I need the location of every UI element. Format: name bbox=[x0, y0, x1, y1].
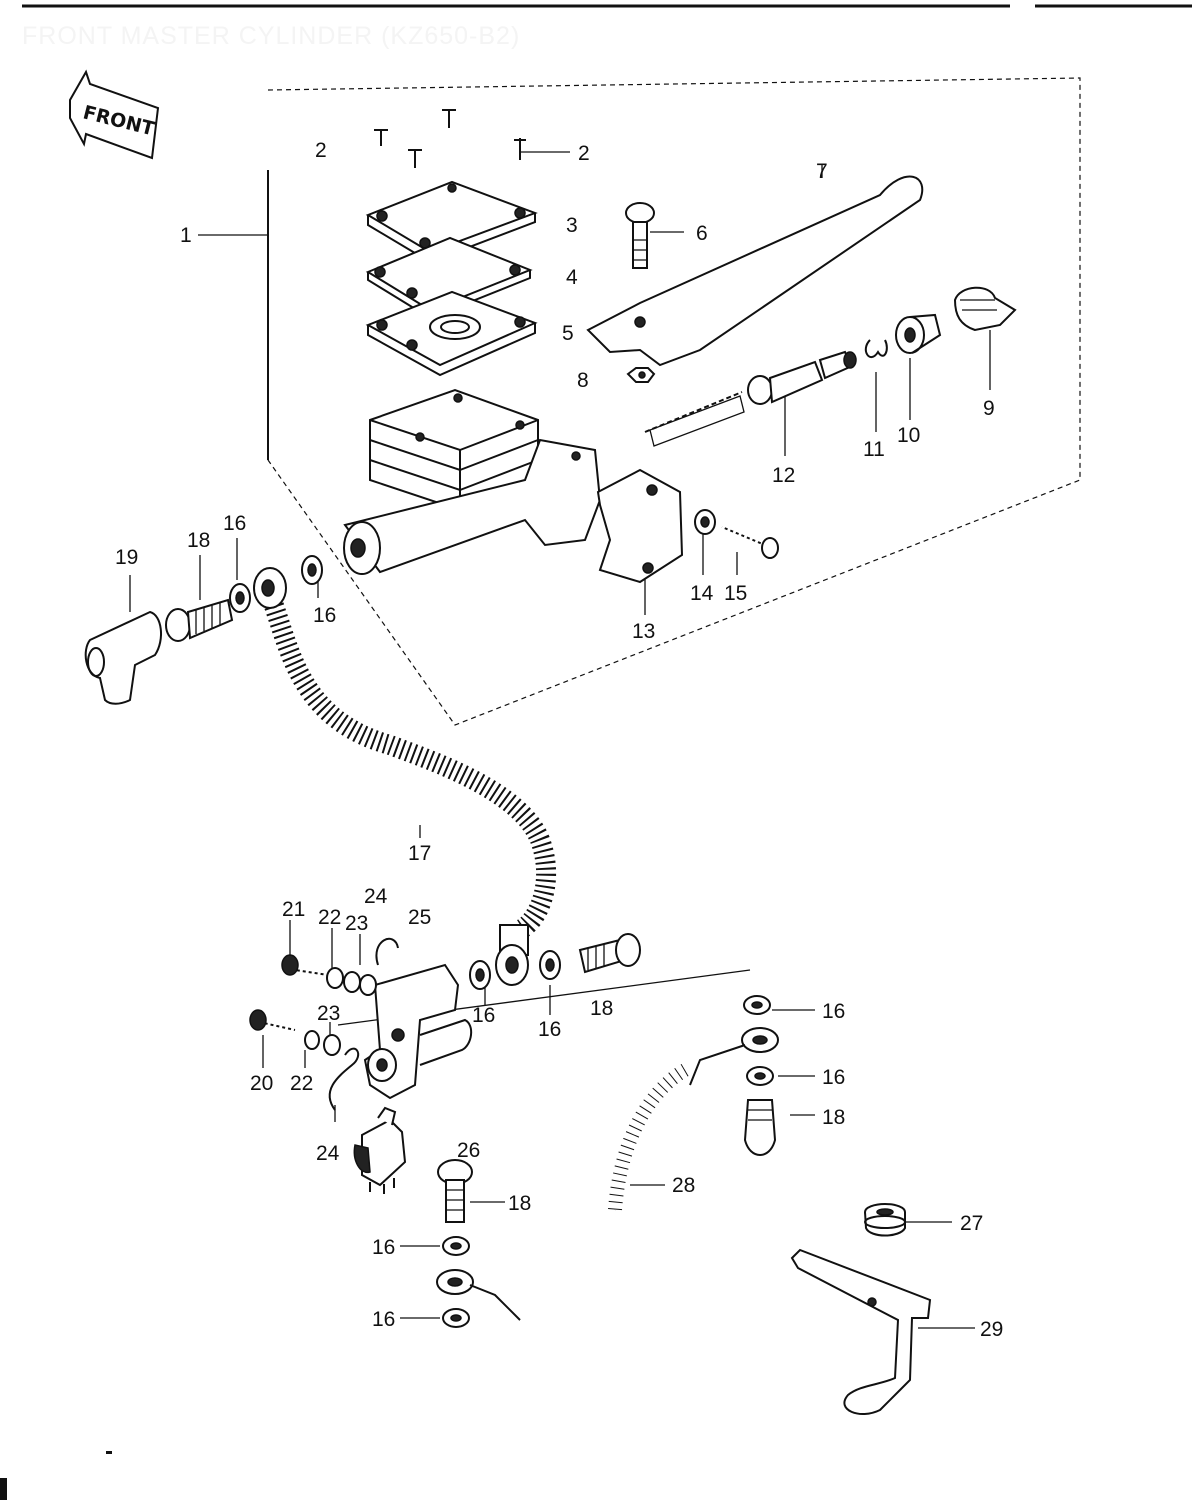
callout-11: 11 bbox=[863, 438, 885, 461]
clamp-bolt-icon bbox=[721, 525, 779, 559]
callout-18: 18 bbox=[822, 1106, 845, 1129]
callout-22: 22 bbox=[290, 1072, 313, 1095]
page-title: FRONT MASTER CYLINDER (KZ650-B2) bbox=[22, 22, 521, 50]
callout-21: 21 bbox=[282, 898, 305, 921]
callout-14: 14 bbox=[690, 582, 714, 605]
callout-23: 23 bbox=[345, 912, 368, 935]
callout-18: 18 bbox=[508, 1192, 531, 1215]
assembly-boundary bbox=[267, 77, 1081, 726]
copper-washer-icon bbox=[229, 555, 323, 613]
callout-20: 20 bbox=[250, 1072, 273, 1095]
callout-24: 24 bbox=[364, 885, 388, 908]
callout-2: 2 bbox=[578, 142, 590, 165]
hose-bracket-icon bbox=[790, 1248, 932, 1415]
callout-6: 6 bbox=[696, 222, 708, 245]
diaphragm-plate-icon bbox=[365, 236, 533, 320]
banjo-bolt-junction-icon bbox=[578, 933, 641, 974]
brake-lever-icon bbox=[586, 175, 924, 367]
diaphragm-icon bbox=[365, 290, 538, 377]
callout-16: 16 bbox=[223, 512, 246, 535]
callout-18: 18 bbox=[590, 997, 613, 1020]
dust-seal-icon bbox=[895, 313, 942, 354]
front-arrow-icon: FRONT bbox=[69, 69, 160, 160]
callout-16: 16 bbox=[372, 1308, 395, 1331]
brake-hose-fitting-icon bbox=[363, 963, 473, 1100]
callout-17: 17 bbox=[408, 842, 431, 865]
callout-1: 1 bbox=[180, 224, 192, 247]
lower-brake-hose-icon bbox=[436, 1027, 779, 1332]
callout-28: 28 bbox=[672, 1174, 695, 1197]
callout-23: 23 bbox=[317, 1002, 340, 1025]
page-edge-mark bbox=[0, 1478, 7, 1500]
page-dot bbox=[106, 1451, 112, 1454]
callout-16: 16 bbox=[372, 1236, 395, 1259]
callout-27: 27 bbox=[960, 1212, 983, 1235]
callout-9: 9 bbox=[983, 397, 995, 420]
callout-2: 2 bbox=[315, 139, 327, 162]
banjo-bolt-upper-icon bbox=[165, 598, 234, 642]
callout-4: 4 bbox=[566, 266, 578, 289]
callout-13: 13 bbox=[632, 620, 655, 643]
mounting-bolt-icon bbox=[249, 954, 329, 1032]
callout-10: 10 bbox=[897, 424, 920, 447]
callout-8: 8 bbox=[577, 369, 589, 392]
callout-16: 16 bbox=[313, 604, 336, 627]
circlip-icon bbox=[864, 339, 888, 359]
callout-19: 19 bbox=[115, 546, 138, 569]
callout-16: 16 bbox=[472, 1004, 495, 1027]
upper-brake-hose-icon bbox=[253, 567, 558, 986]
banjo-bolt-lower-icon bbox=[437, 1099, 777, 1223]
callout-labels: 1 2 2 3 4 5 6 7 8 9 10 11 12 13 14 15 16… bbox=[115, 139, 1003, 1341]
boot-icon bbox=[953, 286, 1017, 332]
grommet-icon bbox=[864, 1203, 906, 1237]
callout-7: 7 bbox=[816, 160, 828, 183]
callout-16: 16 bbox=[822, 1000, 845, 1023]
callout-29: 29 bbox=[980, 1318, 1003, 1341]
leader-lines bbox=[129, 151, 991, 1329]
lever-bolt-icon bbox=[625, 202, 655, 269]
callout-12: 12 bbox=[772, 464, 795, 487]
clamp-washer-icon bbox=[694, 509, 716, 535]
callout-25: 25 bbox=[408, 906, 431, 929]
lock-washer-icon bbox=[304, 967, 377, 1056]
piston-assembly-icon bbox=[644, 350, 857, 447]
callout-24: 24 bbox=[316, 1142, 340, 1165]
banjo-cover-icon bbox=[84, 610, 162, 705]
lower-washers-icon bbox=[442, 995, 774, 1328]
callout-3: 3 bbox=[566, 214, 578, 237]
lever-nut-icon bbox=[626, 367, 656, 383]
callout-26: 26 bbox=[457, 1139, 480, 1162]
callout-16: 16 bbox=[822, 1066, 845, 1089]
callout-22: 22 bbox=[318, 906, 341, 929]
master-cylinder-body-icon bbox=[343, 388, 602, 575]
junction-washers-icon bbox=[469, 950, 561, 990]
clamp-icon bbox=[596, 468, 684, 584]
cap-screw-icon bbox=[374, 109, 526, 168]
callout-15: 15 bbox=[724, 582, 747, 605]
callout-18: 18 bbox=[187, 529, 210, 552]
retaining-clip-icon bbox=[328, 937, 399, 1111]
brake-light-switch-icon bbox=[353, 1106, 407, 1194]
callout-16: 16 bbox=[538, 1018, 561, 1041]
callout-5: 5 bbox=[562, 322, 574, 345]
